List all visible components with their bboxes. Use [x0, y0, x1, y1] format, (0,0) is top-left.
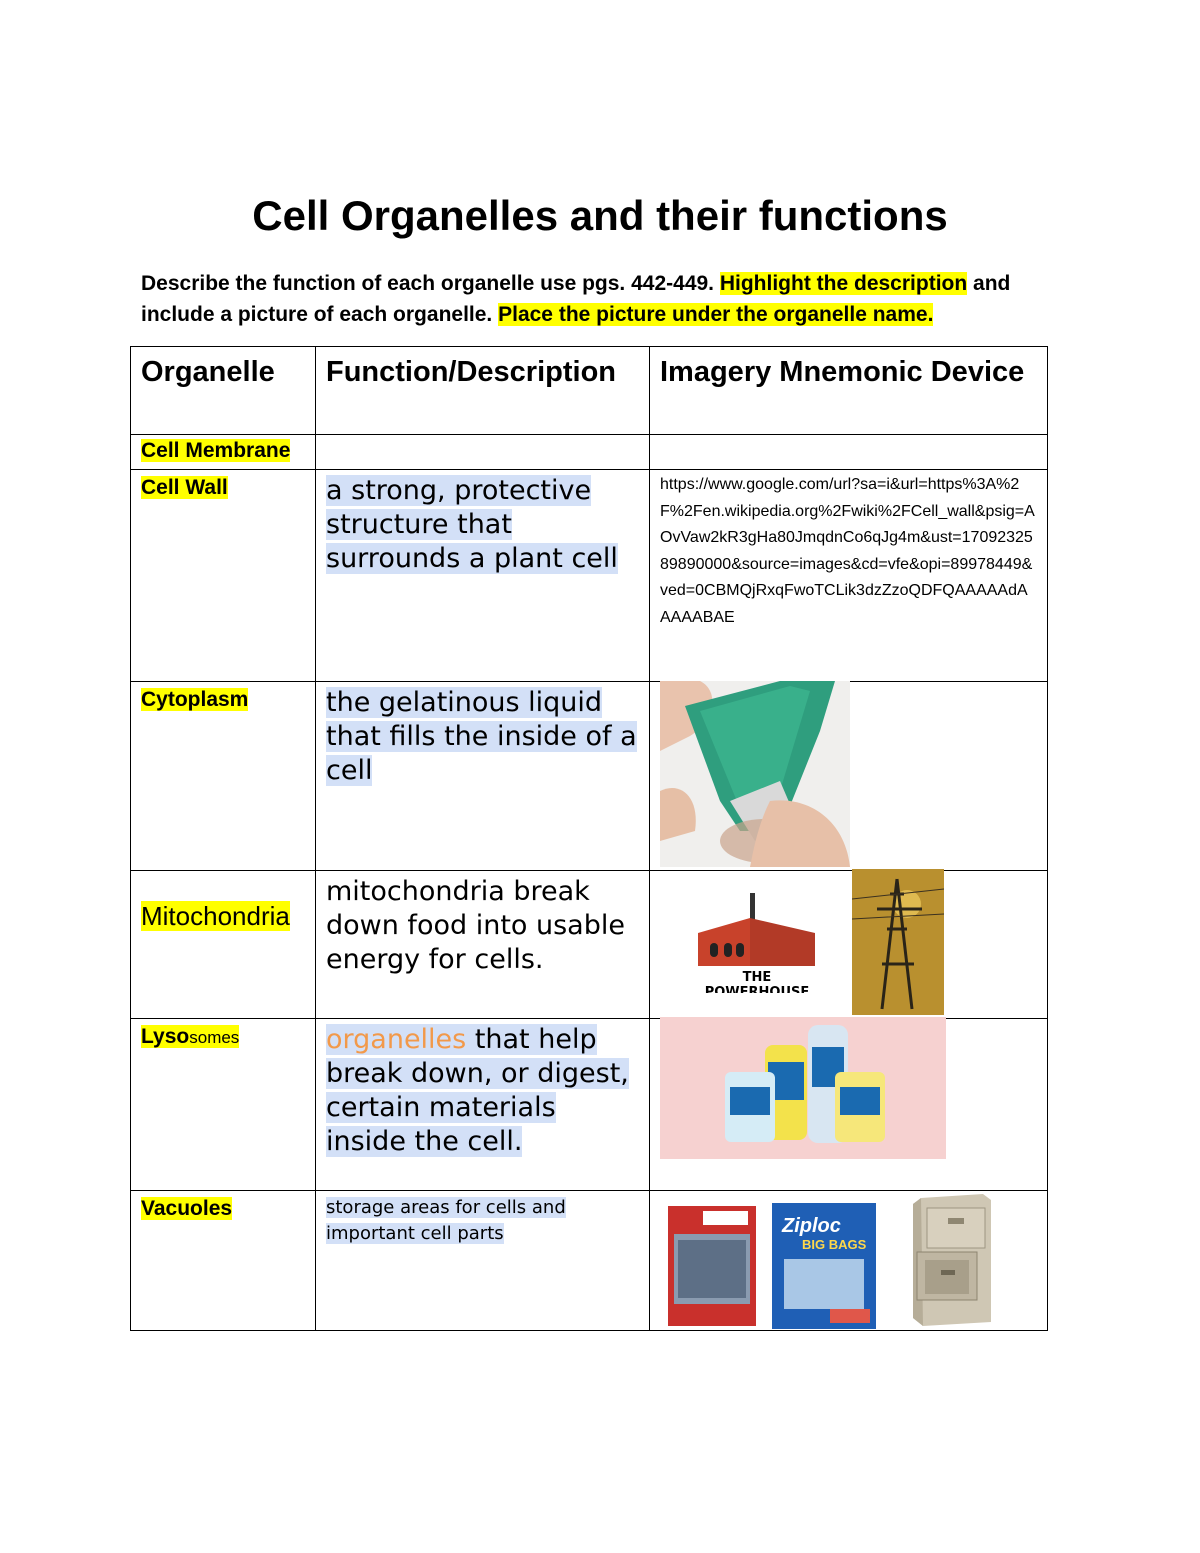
organelle-name: Cytoplasm	[141, 688, 249, 711]
ziploc-brand-text: Ziploc	[782, 1215, 841, 1237]
intro-highlight-1: Highlight the description	[719, 272, 968, 295]
cytoplasm-gel-image	[660, 681, 850, 867]
organelle-table: Organelle Function/Description Imagery M…	[130, 346, 1048, 1331]
table-row: Cell Wall a strong, protective structure…	[130, 469, 1048, 682]
organelle-name: Lysosomes	[141, 1025, 240, 1048]
description-keyword: organelles	[326, 1024, 467, 1055]
organelle-name-part: Lyso	[141, 1025, 190, 1048]
header-organelle: Organelle	[130, 346, 316, 435]
table-row: Cell Membrane	[130, 434, 1048, 470]
powerhouse-logo-image: THE POWERHOUSE	[690, 888, 820, 993]
table-row: Cytoplasm the gelatinous liquid that fil…	[130, 681, 1048, 871]
lysol-wipes-image	[660, 1017, 946, 1159]
power-tower-image	[852, 869, 944, 1015]
organelle-name: Cell Wall	[141, 476, 228, 499]
organelle-name: Mitochondria	[141, 901, 290, 931]
table-row: Mitochondria mitochondria break down foo…	[130, 870, 1048, 1019]
instructions: Describe the function of each organelle …	[141, 268, 1041, 330]
image-link[interactable]: https://www.google.com/url?sa=i&url=http…	[649, 469, 1048, 682]
organelle-name-part: somes	[189, 1028, 240, 1047]
intro-text-1: Describe the function of each organelle …	[141, 272, 715, 295]
organelle-description: organelles that help break down, or dige…	[326, 1024, 629, 1157]
header-function: Function/Description	[315, 346, 650, 435]
ziploc-bags-image: Ziploc BIG BAGS	[772, 1203, 876, 1329]
intro-text-2: and include a picture of each organelle.	[141, 272, 1011, 326]
powerhouse-text: THE POWERHOUSE	[704, 970, 810, 993]
header-imagery: Imagery Mnemonic Device	[649, 346, 1048, 435]
organelle-description: a strong, protective structure that surr…	[326, 475, 618, 574]
big-bags-text: BIG BAGS	[802, 1237, 867, 1252]
page-title: Cell Organelles and their functions	[252, 192, 948, 239]
organelle-description: mitochondria break down food into usable…	[326, 876, 625, 975]
description-rest: that help break down, or digest, certain…	[326, 1024, 629, 1157]
description-cell	[315, 434, 650, 470]
organelle-description: the gelatinous liquid that fills the ins…	[326, 687, 637, 786]
intro-highlight-2: Place the picture under the organelle na…	[498, 303, 934, 326]
organelle-name: Vacuoles	[141, 1197, 233, 1220]
imagery-cell	[649, 434, 1048, 470]
table-header-row: Organelle Function/Description Imagery M…	[130, 346, 1048, 435]
filing-cabinet-image	[903, 1190, 995, 1328]
organelle-name: Cell Membrane	[141, 439, 291, 462]
space-saver-bags-image	[668, 1206, 756, 1326]
organelle-description: storage areas for cells and important ce…	[326, 1197, 566, 1244]
